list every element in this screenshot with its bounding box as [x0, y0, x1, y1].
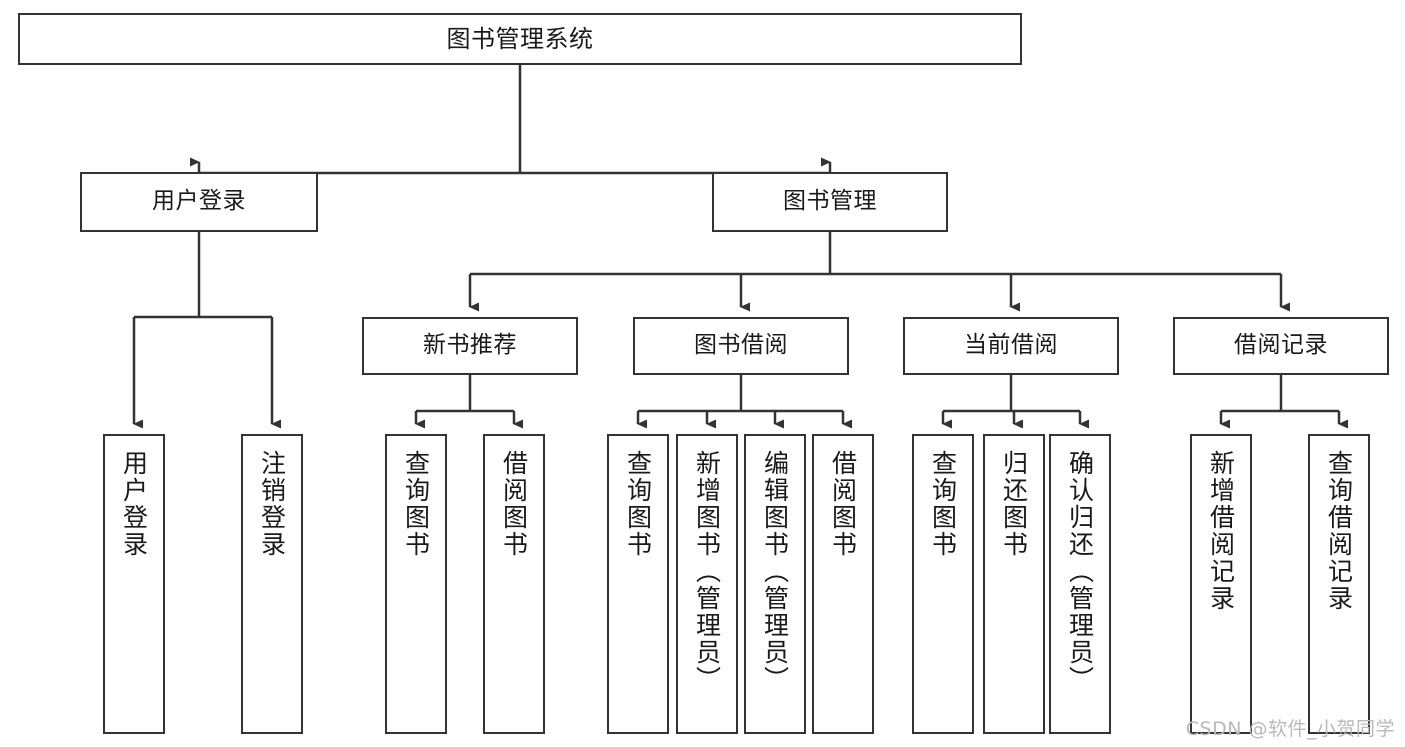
node-leaf-edit-book[interactable]: 编辑图书（管理员） [744, 434, 806, 734]
node-book-manage[interactable]: 图书管理 [712, 172, 948, 232]
node-label: 新增图书（管理员） [692, 450, 722, 693]
node-leaf-user-login[interactable]: 用户登录 [103, 434, 165, 734]
node-book-borrow[interactable]: 图书借阅 [633, 317, 849, 375]
node-root[interactable]: 图书管理系统 [18, 13, 1022, 65]
node-label: 借阅图书 [499, 450, 529, 558]
node-borrow-record[interactable]: 借阅记录 [1173, 317, 1389, 375]
node-label: 当前借阅 [964, 332, 1058, 359]
node-leaf-confirm-return[interactable]: 确认归还（管理员） [1049, 434, 1111, 734]
node-label: 图书管理系统 [446, 24, 594, 53]
node-current-borrow[interactable]: 当前借阅 [903, 317, 1119, 375]
node-label: 用户登录 [119, 450, 149, 558]
node-label: 查询图书 [401, 450, 431, 558]
node-label: 查询图书 [623, 450, 653, 558]
node-label: 新增借阅记录 [1206, 450, 1236, 612]
node-leaf-borrow-book-1[interactable]: 借阅图书 [483, 434, 545, 734]
node-label: 新书推荐 [423, 332, 517, 359]
node-new-book-rec[interactable]: 新书推荐 [362, 317, 578, 375]
node-label: 用户登录 [152, 188, 246, 215]
node-leaf-return-book[interactable]: 归还图书 [983, 434, 1045, 734]
watermark-label: CSDN @软件_小贺同学 [1185, 718, 1395, 740]
node-label: 图书借阅 [694, 332, 788, 359]
node-label: 查询图书 [928, 450, 958, 558]
node-label: 归还图书 [999, 450, 1029, 558]
node-leaf-query-book-2[interactable]: 查询图书 [607, 434, 669, 734]
node-leaf-query-book-1[interactable]: 查询图书 [385, 434, 447, 734]
node-label: 查询借阅记录 [1324, 450, 1354, 612]
node-label: 图书管理 [783, 188, 877, 215]
node-leaf-add-book[interactable]: 新增图书（管理员） [676, 434, 738, 734]
node-leaf-user-logout[interactable]: 注销登录 [241, 434, 303, 734]
node-label: 编辑图书（管理员） [760, 450, 790, 693]
node-label: 注销登录 [257, 450, 287, 558]
node-label: 借阅记录 [1234, 332, 1328, 359]
node-leaf-borrow-book-2[interactable]: 借阅图书 [812, 434, 874, 734]
node-leaf-add-record[interactable]: 新增借阅记录 [1190, 434, 1252, 734]
node-leaf-query-book-3[interactable]: 查询图书 [912, 434, 974, 734]
node-label: 确认归还（管理员） [1065, 450, 1095, 693]
node-leaf-query-record[interactable]: 查询借阅记录 [1308, 434, 1370, 734]
node-user-login[interactable]: 用户登录 [80, 172, 318, 232]
node-label: 借阅图书 [828, 450, 858, 558]
